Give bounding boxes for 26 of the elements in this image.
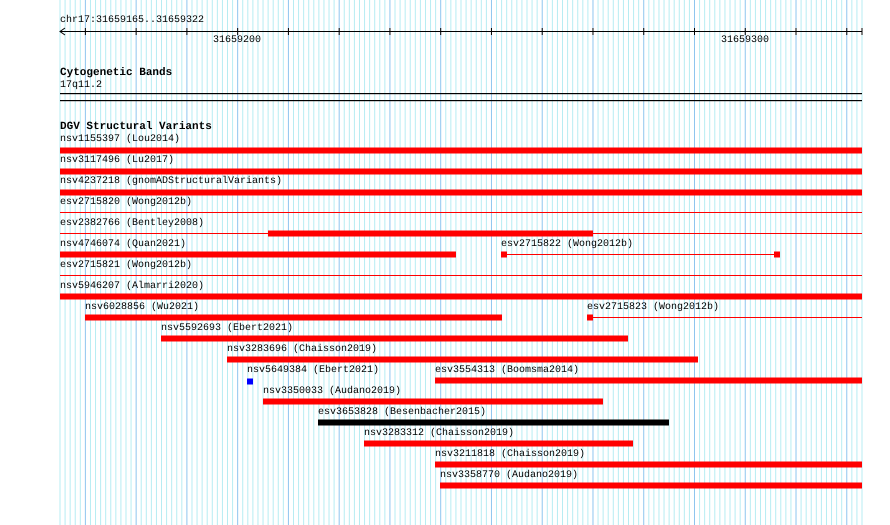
variant-label: nsv3283696 (Chaisson2019) bbox=[227, 344, 378, 356]
track-title: DGV Structural Variants bbox=[60, 121, 212, 133]
variant-label: esv3653828 (Besenbacher2015) bbox=[318, 407, 488, 419]
variant-label: nsv1155397 (Lou2014) bbox=[60, 134, 182, 146]
variant-label: esv2715821 (Wong2012b) bbox=[60, 260, 194, 272]
variant-label: esv3554313 (Boomsma2014) bbox=[435, 365, 580, 377]
variant-label: esv2382766 (Bentley2008) bbox=[60, 218, 206, 230]
variant-label: esv2715820 (Wong2012b) bbox=[60, 197, 194, 209]
variant-label: nsv6028856 (Wu2021) bbox=[85, 302, 200, 314]
band-label: 17q11.2 bbox=[60, 80, 102, 92]
variant-label: nsv3358770 (Audano2019) bbox=[440, 470, 580, 482]
variant-label: nsv3283312 (Chaisson2019) bbox=[364, 428, 516, 440]
variant-label: esv2715823 (Wong2012b) bbox=[587, 302, 720, 314]
ruler-tick-label: 31659300 bbox=[721, 35, 770, 47]
variant-label: esv2715822 (Wong2012b) bbox=[501, 239, 634, 251]
genomic-location: chr17:31659165..31659322 bbox=[60, 15, 204, 27]
variant-label: nsv3350033 (Audano2019) bbox=[263, 386, 402, 398]
track-title: Cytogenetic Bands bbox=[60, 67, 172, 79]
variant-label: nsv5649384 (Ebert2021) bbox=[247, 365, 380, 377]
variant-label: nsv4237218 (gnomADStructuralVariants) bbox=[60, 176, 284, 188]
variant-label: nsv3211818 (Chaisson2019) bbox=[435, 449, 586, 461]
variant-label: nsv4746074 (Quan2021) bbox=[60, 239, 188, 251]
variant-label: nsv5592693 (Ebert2021) bbox=[161, 323, 294, 335]
ruler-tick-label: 31659200 bbox=[213, 35, 262, 47]
variant-label: nsv3117496 (Lu2017) bbox=[60, 155, 176, 167]
variant-label: nsv5946207 (Almarri2020) bbox=[60, 281, 206, 293]
